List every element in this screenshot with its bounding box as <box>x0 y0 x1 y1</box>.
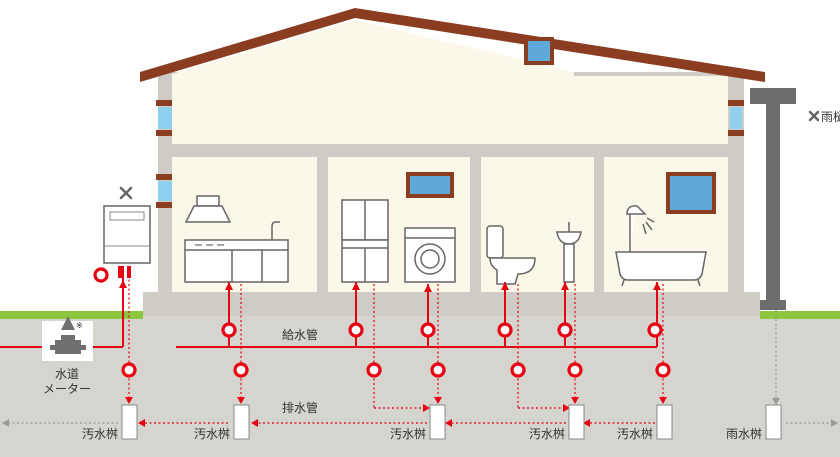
rain-gutter-label: 雨樋 <box>821 109 840 124</box>
x-mark-icon <box>119 186 133 200</box>
drainage-pits <box>121 404 782 440</box>
sewage-pit-label-5: 汚水桝 <box>617 426 653 441</box>
shower-head-icon <box>626 205 655 235</box>
kitchen-counter <box>184 221 289 283</box>
triangle-icon <box>61 316 75 330</box>
x-mark-icon <box>808 110 820 122</box>
attic <box>172 20 728 144</box>
window-bathroom <box>666 172 716 214</box>
vanity-unit <box>341 199 389 283</box>
red-ring-icon <box>93 267 671 378</box>
window-attic <box>524 37 554 65</box>
supply-pipe-label: 給水管 <box>282 327 318 342</box>
window-washroom <box>406 172 454 198</box>
grass-left <box>0 311 143 319</box>
drain-pipe-dashed <box>128 266 664 424</box>
heater-pipe-stubs <box>118 266 131 278</box>
water-meter-label-2: メーター <box>43 382 91 396</box>
wash-basin <box>556 222 582 283</box>
water-meter-label-1: 水道 <box>55 367 79 381</box>
sewage-pit-label-2: 汚水桝 <box>194 426 230 441</box>
red-arrowheads <box>119 280 667 427</box>
water-heater <box>103 205 151 264</box>
toilet <box>486 225 536 285</box>
grass-right <box>760 311 840 319</box>
range-hood <box>184 195 232 223</box>
rain-pit-label: 雨水桝 <box>726 426 762 441</box>
roof <box>140 8 765 82</box>
gray-arrowheads <box>2 398 838 427</box>
wall-vents <box>158 107 742 201</box>
wall-bands <box>156 100 744 208</box>
note-mark: ※ <box>76 321 83 330</box>
drain-pipe-label: 排水管 <box>282 400 318 415</box>
gray-dashed-lines <box>8 310 834 424</box>
sewage-pit-label-4: 汚水桝 <box>529 426 565 441</box>
rain-gutter <box>750 88 796 310</box>
sewage-pit-label-3: 汚水桝 <box>390 426 426 441</box>
washing-machine <box>404 227 456 283</box>
ground <box>0 315 840 457</box>
sewage-pit-label-1: 汚水桝 <box>82 426 118 441</box>
